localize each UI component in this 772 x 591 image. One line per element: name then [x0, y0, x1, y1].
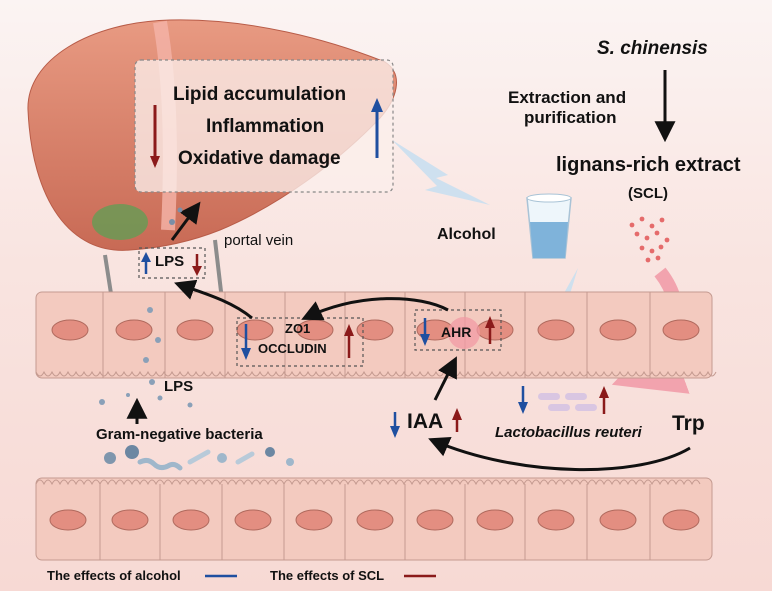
- extraction-label-line1: Extraction and: [508, 88, 627, 107]
- liver-illustration: [27, 19, 397, 301]
- lactobacillus-label: Lactobacillus reuteri: [495, 424, 642, 441]
- lps-top-label: LPS: [155, 253, 185, 270]
- intestinal-epithelium-upper: [35, 291, 717, 379]
- legend-scl-label: The effects of SCL: [270, 568, 385, 583]
- tight-junction-box: [236, 317, 364, 367]
- scl-label: (SCL): [628, 185, 668, 202]
- legend-alcohol-label: The effects of alcohol: [47, 568, 181, 583]
- scl-particles: [629, 216, 670, 263]
- lps-particles: [99, 307, 193, 408]
- lps-box: [138, 247, 206, 279]
- zo1-label: ZO1: [285, 321, 311, 336]
- liver-effect-inflammation: Inflammation: [206, 116, 325, 137]
- intestinal-epithelium-lower: [35, 477, 713, 561]
- effect-arrows: [141, 252, 609, 438]
- occludin-label: OCCLUDIN: [258, 341, 327, 356]
- alcohol-glass: [526, 193, 572, 259]
- gallbladder: [92, 204, 148, 240]
- liver-effect-lipid: Lipid accumulation: [173, 84, 347, 105]
- liver-effect-oxidative: Oxidative damage: [178, 148, 341, 169]
- portal-vein-label: portal vein: [224, 232, 294, 249]
- ahr-box: [414, 309, 502, 351]
- trp-label: Trp: [672, 412, 705, 435]
- lactobacillus-illustration: [538, 393, 597, 411]
- lignans-extract-label: lignans-rich extract: [556, 154, 741, 176]
- s-chinensis-label: S. chinensis: [597, 38, 708, 59]
- lps-lower-label: LPS: [164, 378, 194, 395]
- alcohol-label: Alcohol: [437, 226, 496, 243]
- gram-negative-bacteria-illustration: [104, 445, 294, 471]
- alcohol-bolt-liver: [392, 140, 490, 205]
- iaa-label: IAA: [407, 410, 444, 433]
- extraction-label-line2: purification: [524, 108, 617, 127]
- ahr-label: AHR: [441, 324, 472, 340]
- gram-negative-label: Gram-negative bacteria: [96, 426, 263, 443]
